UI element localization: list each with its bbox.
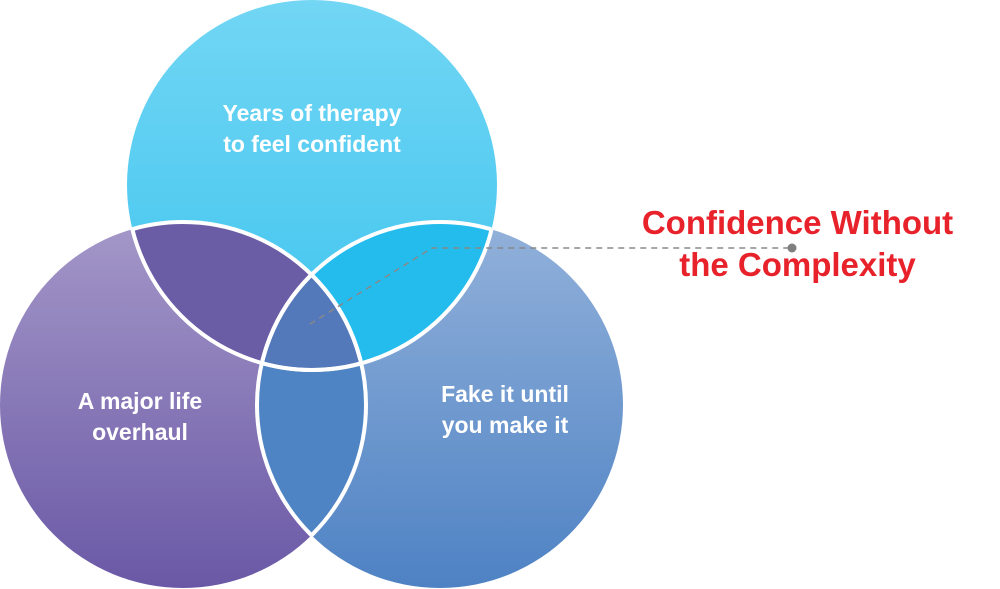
- overlap-top-left: [127, 222, 366, 370]
- label-right-circle: Fake it until you make it: [405, 379, 605, 441]
- callout-line2: the Complexity: [679, 246, 916, 283]
- label-top-line1: Years of therapy: [222, 100, 402, 126]
- label-top-circle: Years of therapy to feel confident: [192, 98, 432, 160]
- label-left-circle: A major life overhaul: [40, 386, 240, 448]
- callout-leader-dot: [787, 243, 797, 253]
- label-left-line1: A major life: [77, 388, 203, 414]
- label-left-line2: overhaul: [92, 419, 188, 445]
- callout-title: Confidence Without the Complexity: [610, 202, 985, 286]
- label-right-line1: Fake it until: [441, 381, 569, 407]
- callout-line1: Confidence Without: [641, 204, 954, 241]
- label-top-line2: to feel confident: [223, 131, 401, 157]
- overlap-top-right: [257, 222, 497, 370]
- label-right-line2: you make it: [441, 412, 569, 438]
- callout-leader-line: [309, 247, 792, 325]
